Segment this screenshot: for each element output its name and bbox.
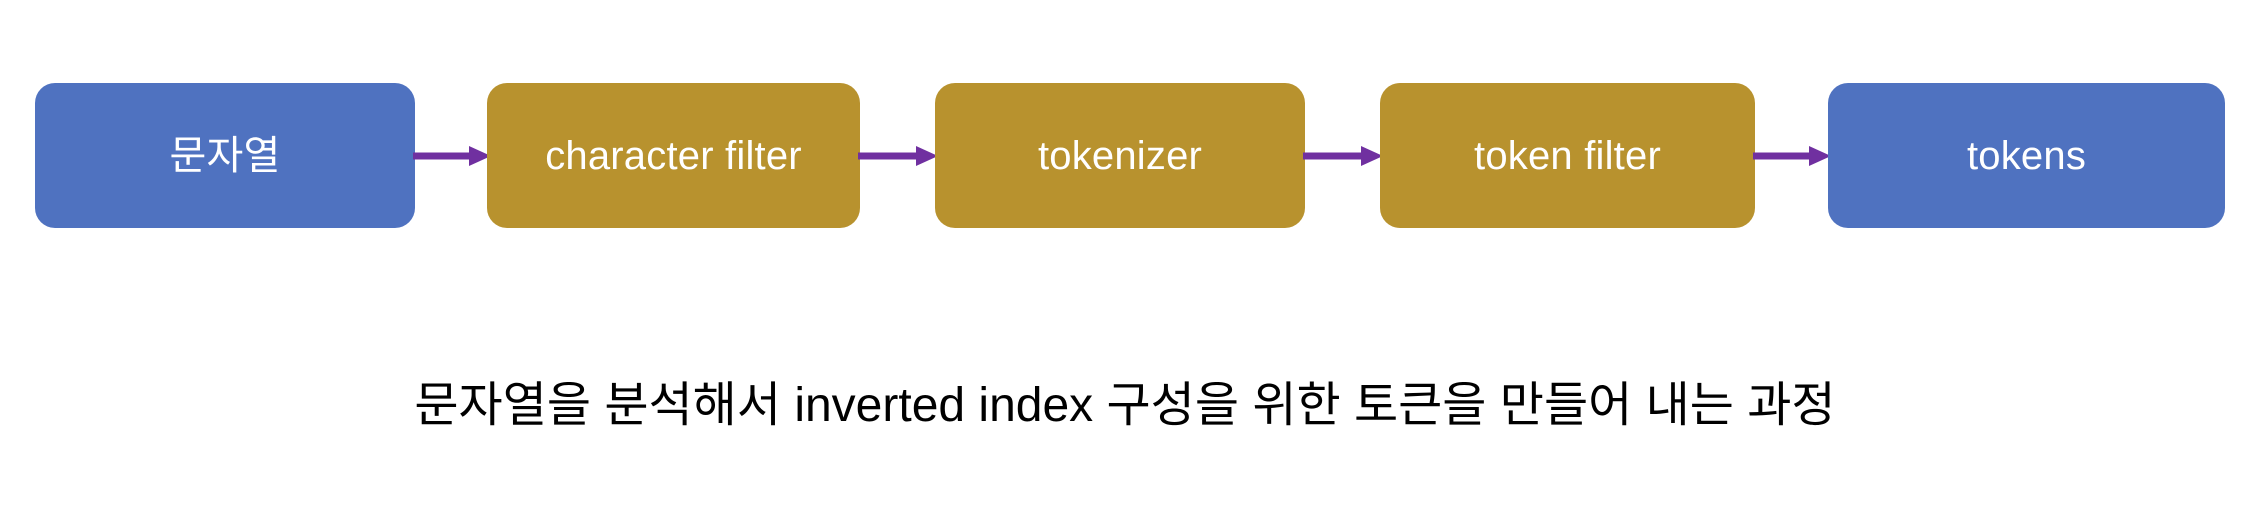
flow-node-input-string[interactable]: 문자열 [35, 83, 415, 228]
analysis-pipeline-flow: 문자열 character filter tokenizer token fil… [0, 83, 2250, 228]
flow-node-character-filter[interactable]: character filter [487, 83, 860, 228]
flow-node-label: tokenizer [1037, 133, 1203, 178]
flow-arrow-character-filter-to-tokenizer [858, 146, 938, 166]
flow-node-label: tokens [1966, 133, 2087, 178]
flow-node-tokenizer[interactable]: tokenizer [935, 83, 1305, 228]
flow-arrow-token-filter-to-tokens [1753, 146, 1831, 166]
diagram-caption: 문자열을 분석해서 inverted index 구성을 위한 토큰을 만들어 … [414, 379, 1836, 432]
flow-node-label: 문자열 [169, 133, 281, 178]
flow-node-output-tokens[interactable]: tokens [1828, 83, 2225, 228]
flow-node-token-filter[interactable]: token filter [1380, 83, 1755, 228]
flow-arrow-input-to-character-filter [413, 146, 491, 166]
flow-node-label: token filter [1474, 133, 1661, 178]
flow-node-label: character filter [545, 133, 802, 178]
flow-arrow-tokenizer-to-token-filter [1303, 146, 1383, 166]
